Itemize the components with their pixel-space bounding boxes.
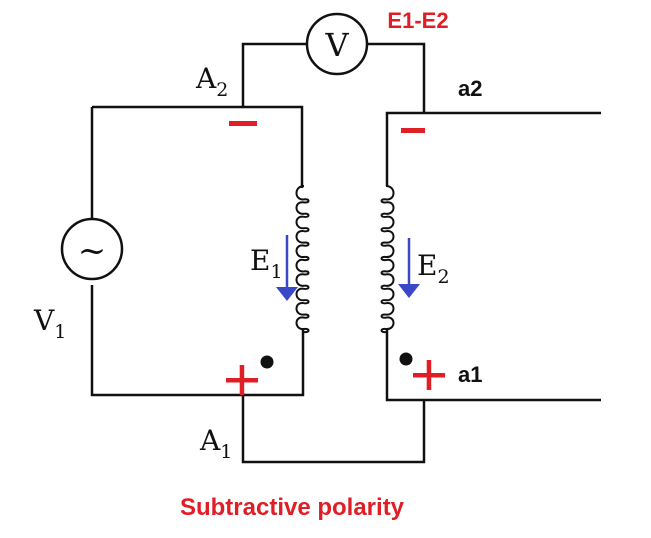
secondary-dot-marker (399, 352, 413, 366)
primary-plus-sign (226, 365, 258, 395)
secondary-coil (380, 185, 395, 334)
voltmeter (305, 12, 369, 76)
coil-winding (380, 185, 395, 334)
secondary-plus-sign (413, 360, 445, 390)
diagram-caption: Subtractive polarity (180, 494, 405, 521)
voltmeter-right-wire (368, 42, 426, 113)
secondary-bottom-wire (385, 330, 601, 402)
emf-E2-arrow (398, 238, 420, 298)
ac-source (60, 217, 124, 281)
emf-E1-arrow (276, 235, 298, 301)
primary-left-wire-lower (90, 285, 305, 397)
ac-source-symbol: ~ (78, 231, 107, 271)
terminal-a2-label: a2 (458, 76, 482, 101)
voltmeter-left-wire (241, 42, 306, 107)
emf-E2-label: E2 (417, 249, 450, 288)
voltmeter-symbol: V (324, 26, 349, 64)
series-link-wire (241, 395, 426, 464)
secondary-top-wire (385, 111, 601, 186)
primary-dot-marker (260, 355, 274, 369)
secondary-minus-sign (401, 128, 425, 133)
source-V1-label: V1 (33, 304, 66, 343)
terminal-A2-label: A2 (195, 62, 228, 101)
terminal-a1-label: a1 (458, 362, 482, 387)
emf-E1-label: E1 (250, 244, 283, 283)
primary-coil (295, 185, 310, 334)
primary-top-wire (92, 105, 304, 188)
terminal-A1-label: A1 (199, 424, 232, 463)
meter-reading-label: E1-E2 (387, 8, 448, 33)
primary-minus-sign (229, 121, 257, 126)
coil-winding (295, 185, 310, 334)
